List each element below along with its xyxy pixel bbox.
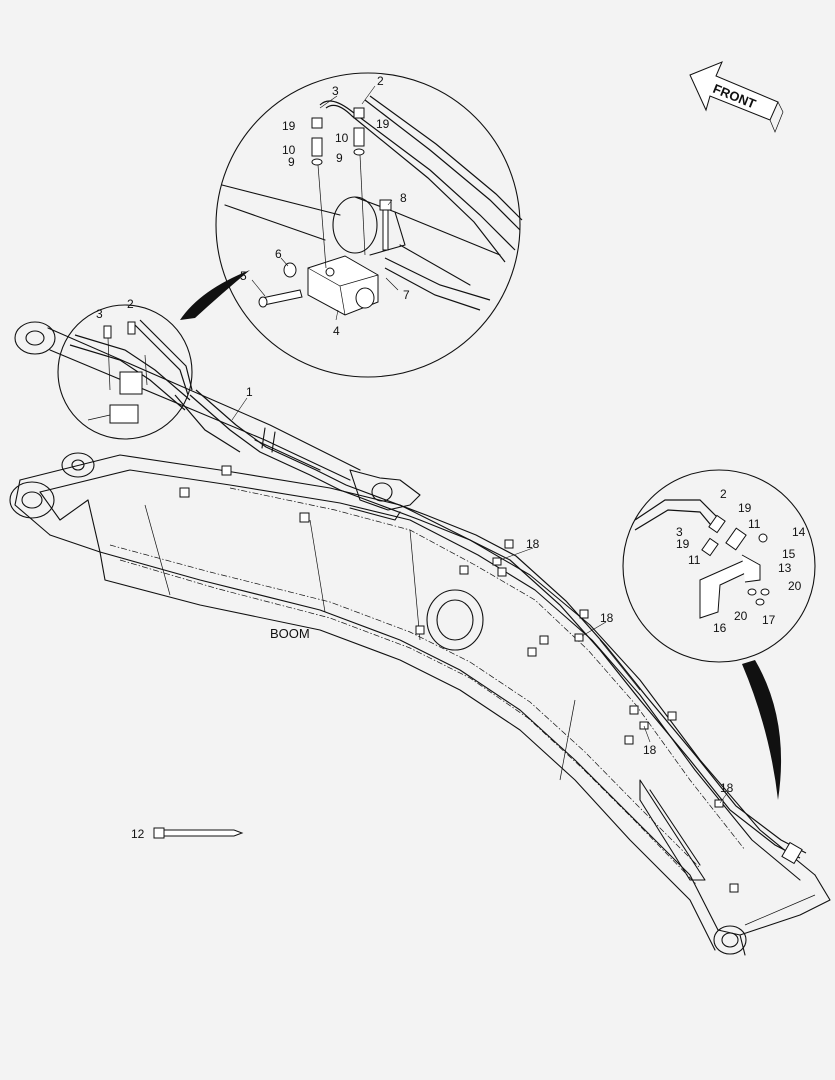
callout-8: 8 bbox=[400, 191, 407, 205]
callout-1: 1 bbox=[246, 385, 253, 399]
callout-r15: 15 bbox=[782, 547, 796, 561]
cable-tie bbox=[153, 827, 244, 839]
part-callouts: 1 2 3 19 19 10 10 9 9 8 6 5 7 4 2 3 18 1… bbox=[96, 74, 806, 841]
large-detail-circle bbox=[180, 72, 523, 378]
callout-pointer-right bbox=[742, 660, 782, 800]
callout-r19b: 19 bbox=[676, 537, 690, 551]
boom-structure bbox=[9, 452, 831, 956]
callout-18c: 18 bbox=[643, 743, 657, 757]
callout-r2: 2 bbox=[720, 487, 727, 501]
callout-r20: 20 bbox=[788, 579, 802, 593]
callout-3: 3 bbox=[332, 84, 339, 98]
callout-10: 10 bbox=[282, 143, 296, 157]
callout-small-3: 3 bbox=[96, 307, 103, 321]
hose-routing bbox=[174, 389, 807, 865]
front-arrow: FRONT bbox=[689, 61, 784, 133]
callout-7: 7 bbox=[403, 288, 410, 302]
leader-lines bbox=[231, 85, 729, 804]
callout-9: 9 bbox=[288, 155, 295, 169]
callout-pointer bbox=[180, 270, 250, 320]
callout-r11: 11 bbox=[748, 517, 761, 531]
callout-r3: 3 bbox=[676, 525, 683, 539]
callout-r16: 16 bbox=[713, 621, 727, 635]
callout-19b: 19 bbox=[376, 117, 390, 131]
callout-12: 12 bbox=[131, 827, 145, 841]
callout-r13: 13 bbox=[778, 561, 792, 575]
boom-label: BOOM bbox=[270, 626, 310, 641]
callout-18d: 18 bbox=[720, 781, 734, 795]
callout-19: 19 bbox=[282, 119, 296, 133]
callout-r17: 17 bbox=[762, 613, 776, 627]
callout-18b: 18 bbox=[600, 611, 614, 625]
callout-4: 4 bbox=[333, 324, 340, 338]
callout-6: 6 bbox=[275, 247, 282, 261]
callout-2: 2 bbox=[377, 74, 384, 88]
small-detail-circle bbox=[57, 304, 193, 440]
callout-r19: 19 bbox=[738, 501, 752, 515]
callout-r14: 14 bbox=[792, 525, 806, 539]
callout-9b: 9 bbox=[336, 151, 343, 165]
callout-5: 5 bbox=[240, 269, 247, 283]
right-detail-circle bbox=[622, 469, 816, 800]
callout-r20b: 20 bbox=[734, 609, 748, 623]
callout-r11b: 11 bbox=[688, 553, 701, 567]
callout-18a: 18 bbox=[526, 537, 540, 551]
callout-10b: 10 bbox=[335, 131, 349, 145]
callout-small-2: 2 bbox=[127, 297, 134, 311]
